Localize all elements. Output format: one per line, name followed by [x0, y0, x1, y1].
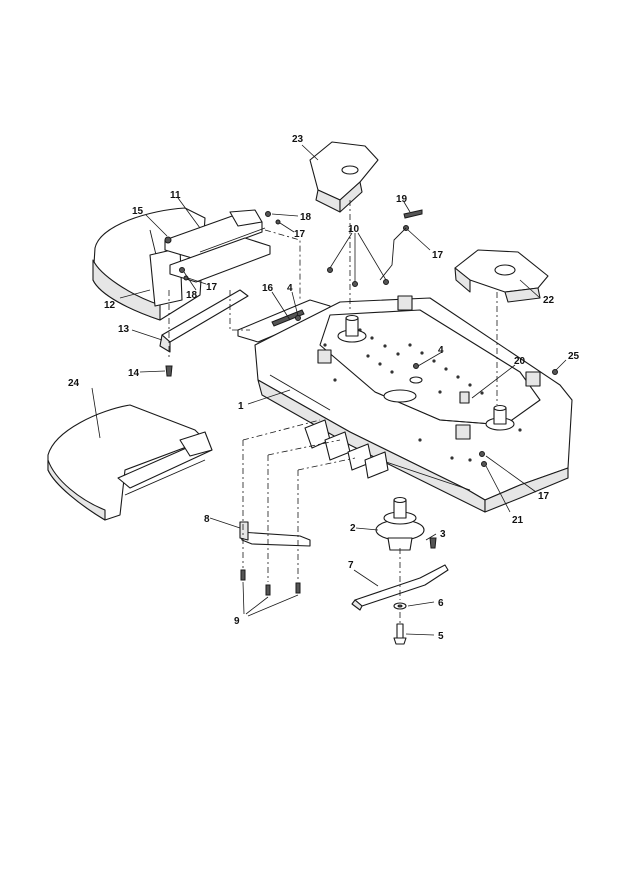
callout-23: 23 [292, 134, 304, 145]
bolt-9a [240, 569, 246, 581]
washer-17d [479, 451, 485, 457]
callout-17-bottom: 17 [538, 491, 550, 502]
nut-18b [265, 211, 271, 217]
nut-21 [481, 461, 487, 467]
callout-21: 21 [512, 515, 524, 526]
nut-15 [164, 236, 172, 244]
callout-9: 9 [234, 616, 240, 627]
callout-24: 24 [68, 378, 80, 389]
callout-4-right: 4 [438, 345, 444, 356]
bracket-13 [159, 289, 249, 353]
bolt-9c [295, 582, 301, 594]
deck-blocks [317, 295, 541, 440]
nut-25 [552, 369, 558, 375]
callout-12: 12 [104, 300, 116, 311]
callout-22: 22 [543, 295, 555, 306]
mower-deck-1 [254, 297, 573, 513]
callout-25: 25 [568, 351, 580, 362]
callout-20: 20 [514, 356, 526, 367]
bracket-8 [239, 521, 311, 547]
deck-spindle-right [485, 404, 515, 431]
deck-side-brackets [304, 419, 389, 479]
pulley-cover-22 [454, 249, 549, 303]
callout-7: 7 [348, 560, 354, 571]
callout-18-top: 18 [300, 212, 312, 223]
nut-18a [179, 267, 185, 273]
callout-17-left: 17 [206, 282, 218, 293]
bolt-3 [429, 537, 437, 549]
callout-labels: 23 11 15 18 17 19 17 10 12 18 17 16 4 22… [68, 134, 580, 642]
callout-17-right: 17 [432, 250, 444, 261]
callout-14: 14 [128, 368, 140, 379]
callout-2: 2 [350, 523, 356, 534]
callout-15: 15 [132, 206, 144, 217]
callout-6: 6 [438, 598, 444, 609]
callout-17-top: 17 [294, 229, 306, 240]
callout-19: 19 [396, 194, 408, 205]
callout-13: 13 [118, 324, 130, 335]
callout-18-left: 18 [186, 290, 198, 301]
leader-lines [91, 144, 567, 636]
deck-holes [323, 328, 522, 462]
bolt-9b [265, 584, 271, 596]
callout-8: 8 [204, 514, 210, 525]
chute-bracket-11 [164, 209, 271, 283]
deck-spindle-center [409, 376, 423, 384]
link-rod [379, 227, 407, 281]
spindle-assembly-2 [375, 496, 425, 551]
washer-17a [275, 219, 281, 225]
alignment-lines [168, 200, 498, 624]
nut-10a [327, 267, 333, 273]
nut-10c [383, 279, 389, 285]
deck-spindle-left [337, 314, 367, 343]
callout-16: 16 [262, 283, 274, 294]
pulley-cover-23 [309, 141, 379, 213]
callout-4-left: 4 [287, 283, 293, 294]
callout-10: 10 [348, 224, 360, 235]
callout-3: 3 [440, 529, 446, 540]
blade-bolt-5 [393, 623, 407, 645]
bolt-14 [165, 365, 173, 377]
callout-1: 1 [238, 401, 244, 412]
washer-6 [393, 602, 407, 610]
blade-7 [351, 564, 449, 611]
callout-5: 5 [438, 631, 444, 642]
nut-4b [413, 363, 419, 369]
bolt-19 [403, 209, 423, 219]
side-chute-24 [47, 404, 213, 521]
nut-4a [295, 315, 301, 321]
nut-10b [352, 281, 358, 287]
callout-11: 11 [170, 190, 181, 201]
